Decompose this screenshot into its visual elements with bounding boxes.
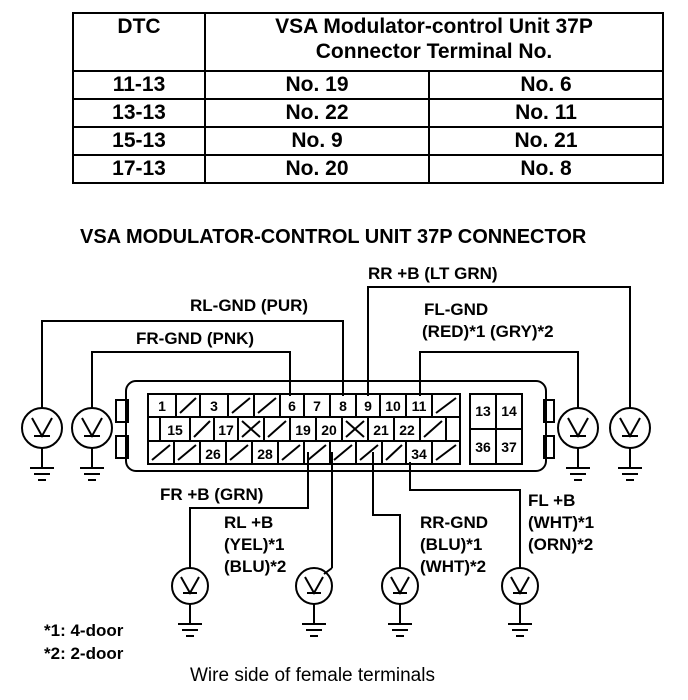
- terminal-36: 36: [475, 439, 491, 455]
- terminal-a-cell: No. 19: [204, 70, 430, 100]
- connector-tab-bottom: [115, 435, 129, 459]
- label-rr-gnd-color1: (BLU)*1: [420, 535, 482, 554]
- table-row: 17-13 No. 20 No. 8: [72, 154, 664, 184]
- label-fr-gnd: FR-GND (PNK): [136, 329, 254, 348]
- label-fl-gnd-color: (RED)*1 (GRY)*2: [422, 322, 554, 341]
- rr-gnd-wire: [372, 452, 401, 568]
- label-rl-b: RL +B: [224, 513, 273, 532]
- terminal-37: 37: [501, 439, 517, 455]
- terminal-grid: [147, 393, 461, 465]
- voltmeter-fl-gnd: [557, 407, 599, 481]
- terminal-6: 6: [288, 398, 296, 414]
- voltmeter-rr-gnd: [381, 567, 419, 637]
- terminal-a-cell: No. 9: [204, 126, 430, 156]
- terminal-26: 26: [205, 446, 221, 462]
- fl-b-wire: [409, 462, 521, 568]
- terminal-8: 8: [339, 398, 347, 414]
- connector-tab-right-2: [543, 435, 555, 459]
- rl-gnd-wire: [41, 320, 344, 408]
- footnote-2-door: *2: 2-door: [44, 644, 124, 663]
- diagram-caption: Wire side of female terminals: [190, 665, 435, 686]
- terminal-10: 10: [385, 398, 401, 414]
- voltmeter-rl-b: [295, 567, 333, 637]
- label-fl-gnd: FL-GND: [424, 300, 488, 319]
- label-rl-b-color1: (YEL)*1: [224, 535, 284, 554]
- terminal-17: 17: [218, 422, 234, 438]
- terminal-header-line1: VSA Modulator-control Unit 37P: [275, 15, 593, 38]
- terminal-b-cell: No. 11: [428, 98, 664, 128]
- terminal-a-cell: No. 20: [204, 154, 430, 184]
- terminal-3: 3: [210, 398, 218, 414]
- label-fl-b-color2: (ORN)*2: [528, 535, 593, 554]
- terminal-1: 1: [158, 398, 166, 414]
- voltmeter-rl-gnd: [21, 407, 63, 481]
- fr-b-wire: [189, 452, 309, 568]
- label-rr-gnd-color2: (WHT)*2: [420, 557, 486, 576]
- terminal-7: 7: [313, 398, 321, 414]
- terminal-14: 14: [501, 403, 517, 419]
- label-rl-b-color2: (BLU)*2: [224, 557, 286, 576]
- fl-gnd-wire: [419, 351, 579, 408]
- terminal-numbers: 1 3 6 7 8 9 10 11 15 17 19 20 21 22 26 2…: [158, 398, 517, 462]
- rr-b-wire: [367, 286, 631, 408]
- label-rl-gnd: RL-GND (PUR): [190, 296, 308, 315]
- voltmeter-fl-b: [501, 567, 539, 637]
- dtc-terminal-table: DTC VSA Modulator-control Unit 37P Conne…: [72, 12, 664, 184]
- terminal-a-cell: No. 22: [204, 98, 430, 128]
- connector-housing: [125, 380, 547, 472]
- table-row: 15-13 No. 9 No. 21: [72, 126, 664, 156]
- fr-gnd-wire: [91, 351, 291, 408]
- table-row: 13-13 No. 22 No. 11: [72, 98, 664, 128]
- terminal-b-cell: No. 8: [428, 154, 664, 184]
- label-fl-b: FL +B: [528, 491, 575, 510]
- connector-tab-right: [543, 399, 555, 423]
- dtc-cell: 15-13: [72, 126, 206, 156]
- terminal-28: 28: [257, 446, 273, 462]
- terminal-grid-right: [469, 393, 523, 465]
- connector-tab-top: [115, 399, 129, 423]
- terminal-11: 11: [412, 398, 427, 414]
- table-row: 11-13 No. 19 No. 6: [72, 70, 664, 100]
- terminal-15: 15: [167, 422, 183, 438]
- dtc-header: DTC: [72, 12, 206, 72]
- terminal-20: 20: [321, 422, 337, 438]
- empty-cavity-hatches: [151, 397, 457, 461]
- terminal-header-line2: Connector Terminal No.: [315, 40, 553, 63]
- terminal-b-cell: No. 21: [428, 126, 664, 156]
- footnote-4-door: *1: 4-door: [44, 621, 124, 640]
- dtc-cell: 13-13: [72, 98, 206, 128]
- terminal-header: VSA Modulator-control Unit 37P Connector…: [204, 12, 664, 72]
- label-fr-b: FR +B (GRN): [160, 485, 263, 504]
- dtc-cell: 11-13: [72, 70, 206, 100]
- connector-title: VSA MODULATOR-CONTROL UNIT 37P CONNECTOR: [80, 226, 587, 248]
- label-rr-gnd: RR-GND: [420, 513, 488, 532]
- label-fl-b-color1: (WHT)*1: [528, 513, 594, 532]
- label-rr-b: RR +B (LT GRN): [368, 264, 498, 283]
- terminal-13: 13: [475, 403, 491, 419]
- terminal-21: 21: [373, 422, 389, 438]
- voltmeter-fr-gnd: [71, 407, 113, 481]
- terminal-9: 9: [364, 398, 372, 414]
- voltmeter-rr-b: [609, 407, 651, 481]
- terminal-b-cell: No. 6: [428, 70, 664, 100]
- terminal-22: 22: [399, 422, 415, 438]
- dtc-cell: 17-13: [72, 154, 206, 184]
- voltmeter-fr-b: [171, 567, 209, 637]
- terminal-19: 19: [295, 422, 311, 438]
- terminal-34: 34: [411, 446, 427, 462]
